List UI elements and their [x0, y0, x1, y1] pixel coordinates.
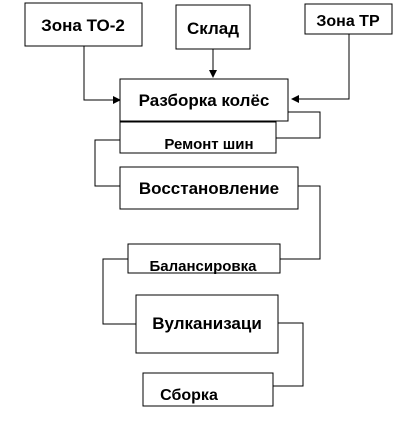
- node-razborka: Разборка колёс: [119, 78, 289, 122]
- connector-remont-to-vosstanovlenie: [94, 139, 120, 187]
- node-sborka: Сборка: [142, 372, 274, 407]
- node-remont-shin: Ремонт шин: [119, 121, 277, 154]
- connector-vulkanizaci-to-sborka: [273, 322, 304, 387]
- node-balansirovka: Балансировка: [127, 243, 281, 275]
- node-vulkanizaci-label: Вулканизаци: [152, 314, 262, 333]
- node-zona-to2-label: Зона ТО-2: [41, 16, 125, 35]
- connectors: [83, 34, 350, 387]
- node-sborka-label: Сборка: [160, 387, 218, 404]
- connector-razborka-to-remont: [276, 111, 321, 139]
- node-zona-to2: Зона ТО-2: [24, 2, 143, 47]
- node-razborka-label: Разборка колёс: [139, 91, 270, 110]
- connector-vosstanovlenie-to-balansirovka: [280, 185, 321, 260]
- node-zona-tr-label: Зона ТР: [316, 13, 380, 30]
- node-balansirovka-label: Балансировка: [149, 258, 257, 275]
- node-vosstanovlenie-label: Восстановление: [139, 179, 279, 198]
- node-sklad: Склад: [175, 4, 251, 50]
- connector-zona-tr-to-razborka: [291, 34, 350, 103]
- node-vulkanizaci: Вулканизаци: [135, 294, 279, 354]
- connector-zona-to2-to-razborka: [83, 46, 121, 104]
- node-remont-shin-label: Ремонт шин: [164, 136, 253, 153]
- node-vosstanovlenie: Восстановление: [119, 166, 299, 210]
- node-sklad-label: Склад: [187, 19, 239, 38]
- node-zona-tr: Зона ТР: [304, 3, 393, 35]
- connector-balansirovka-to-vulkanizaci: [102, 258, 136, 325]
